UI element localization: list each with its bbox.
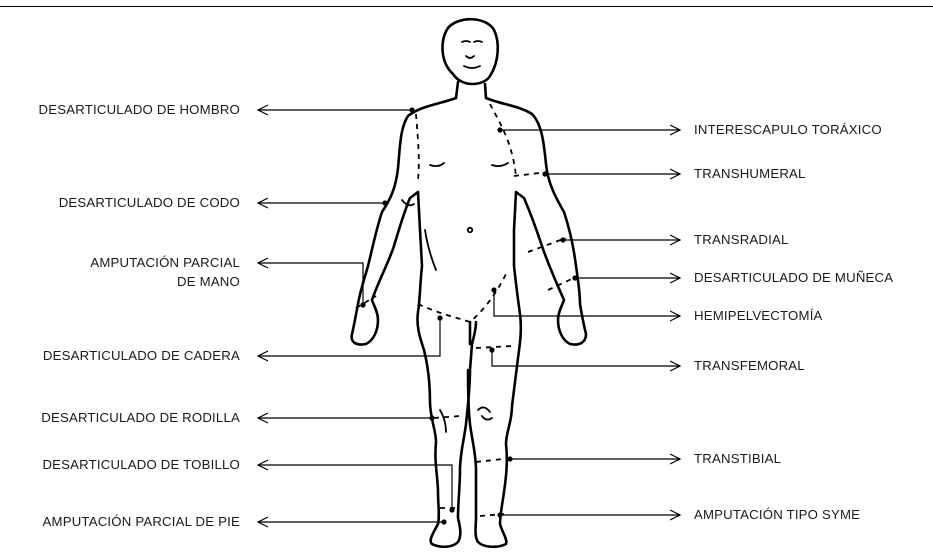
label-transradial: TRANSRADIAL [694, 230, 789, 249]
label-transfemoral: TRANSFEMORAL [694, 356, 805, 375]
label-desarticulado-hombro: DESARTICULADO DE HOMBRO [39, 100, 240, 119]
human-figure-outline [352, 19, 586, 547]
label-hand-line2: DE MANO [90, 272, 240, 291]
label-desarticulado-muneca: DESARTICULADO DE MUÑECA [694, 268, 893, 287]
head [443, 19, 498, 84]
label-transhumeral: TRANSHUMERAL [694, 164, 806, 183]
leader-hemipelvectomy [494, 290, 680, 316]
label-hemipelvectomia: HEMIPELVECTOMÍA [694, 306, 823, 325]
right-body-contour [468, 98, 586, 547]
label-interescapulo-toraxico: INTERESCAPULO TORÁXICO [694, 120, 882, 139]
label-desarticulado-cadera: DESARTICULADO DE CADERA [43, 346, 240, 365]
label-amputacion-parcial-pie: AMPUTACIÓN PARCIAL DE PIE [43, 512, 240, 531]
leader-transfemoral [492, 350, 680, 366]
label-amputacion-parcial-mano: AMPUTACIÓN PARCIAL DE MANO [90, 253, 240, 291]
label-transtibial: TRANSTIBIAL [694, 449, 781, 468]
cut-lines [356, 104, 578, 516]
leader-ankle [258, 465, 452, 510]
label-amputacion-tipo-syme: AMPUTACIÓN TIPO SYME [694, 505, 860, 524]
label-hand-line1: AMPUTACIÓN PARCIAL [90, 253, 240, 272]
leader-hand [258, 263, 363, 305]
label-desarticulado-codo: DESARTICULADO DE CODO [59, 193, 240, 212]
leader-hip [258, 318, 440, 356]
right-leaders [490, 128, 680, 517]
left-body-contour [352, 98, 476, 547]
label-desarticulado-rodilla: DESARTICULADO DE RODILLA [41, 408, 240, 427]
label-desarticulado-tobillo: DESARTICULADO DE TOBILLO [42, 455, 240, 474]
